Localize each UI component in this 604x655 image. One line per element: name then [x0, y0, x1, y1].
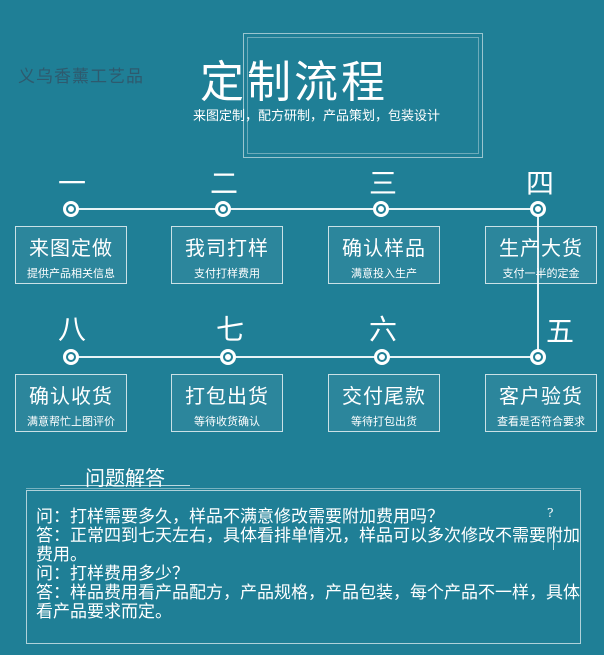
- title-frame: [243, 33, 483, 158]
- step-box-2: 我司打样 支付打样费用: [171, 226, 283, 284]
- numeral-2: 二: [209, 167, 239, 200]
- page-subtitle: 来图定制，配方研制，产品策划，包装设计: [193, 109, 441, 124]
- numeral-6: 六: [368, 313, 398, 346]
- faq-question-1: 问：打样需要多久，样品不满意修改需要附加费用吗？: [36, 507, 444, 527]
- numeral-1: 一: [57, 167, 87, 200]
- step-title: 确认收货: [29, 384, 113, 408]
- numeral-7: 七: [215, 313, 245, 346]
- title-frame-inner: [247, 37, 479, 154]
- faq-question-2: 问：打样费用多少？: [36, 564, 189, 584]
- flow-line-top: [70, 208, 538, 210]
- step-box-4: 生产大货 支付一半的定金: [485, 226, 597, 284]
- step-title: 客户验货: [499, 384, 583, 408]
- flow-node-6: [374, 349, 390, 365]
- brand-name: 义乌香薰工艺品: [18, 67, 144, 87]
- step-box-3: 确认样品 满意投入生产: [328, 226, 440, 284]
- step-box-8: 确认收货 满意帮忙上图评价: [15, 374, 127, 432]
- faq-top-rule: [26, 488, 581, 489]
- step-box-6: 交付尾款 等待打包出货: [328, 374, 440, 432]
- flow-node-4: [530, 201, 546, 217]
- step-title: 确认样品: [342, 236, 426, 260]
- step-desc: 支付打样费用: [194, 267, 260, 280]
- question-mark-glyph: ?: [547, 506, 554, 520]
- step-title: 来图定做: [29, 236, 113, 260]
- numeral-4: 四: [525, 167, 555, 200]
- step-title: 交付尾款: [342, 384, 426, 408]
- flow-line-bottom: [70, 356, 538, 358]
- faq-box: [26, 490, 581, 644]
- numeral-8: 八: [57, 313, 87, 346]
- faq-answer-2: 答：样品费用看产品配方，产品规格，产品包装，每个产品不一样，具体看产品要求而定。: [36, 583, 580, 622]
- step-title: 生产大货: [499, 236, 583, 260]
- faq-tick-mark: [553, 526, 554, 550]
- numeral-5: 五: [545, 315, 575, 348]
- numeral-3: 三: [368, 167, 398, 200]
- flow-node-2: [215, 201, 231, 217]
- faq-heading: 问题解答: [85, 466, 165, 490]
- step-box-5: 客户验货 查看是否符合要求: [485, 374, 597, 432]
- flow-node-1: [63, 201, 79, 217]
- step-desc: 支付一半的定金: [502, 267, 580, 280]
- step-desc: 等待打包出货: [351, 415, 417, 428]
- page-title: 定制流程: [200, 57, 388, 108]
- flow-node-5: [530, 349, 546, 365]
- step-desc: 满意帮忙上图评价: [27, 415, 115, 428]
- step-box-1: 来图定做 提供产品相关信息: [15, 226, 127, 284]
- step-title: 我司打样: [185, 236, 269, 260]
- step-desc: 等待收货确认: [194, 415, 260, 428]
- flow-node-3: [373, 201, 389, 217]
- faq-text: 问：打样需要多久，样品不满意修改需要附加费用吗？ 答：正常四到七天左右，具体看排…: [36, 508, 596, 622]
- flow-node-7: [220, 349, 236, 365]
- faq-heading-underline: [60, 485, 190, 486]
- step-title: 打包出货: [185, 384, 269, 408]
- step-desc: 满意投入生产: [351, 267, 417, 280]
- step-desc: 查看是否符合要求: [497, 415, 585, 428]
- faq-answer-1: 答：正常四到七天左右，具体看排单情况，样品可以多次修改不需要附加费用。: [36, 526, 580, 565]
- step-desc: 提供产品相关信息: [27, 267, 115, 280]
- step-box-7: 打包出货 等待收货确认: [171, 374, 283, 432]
- flow-node-8: [63, 349, 79, 365]
